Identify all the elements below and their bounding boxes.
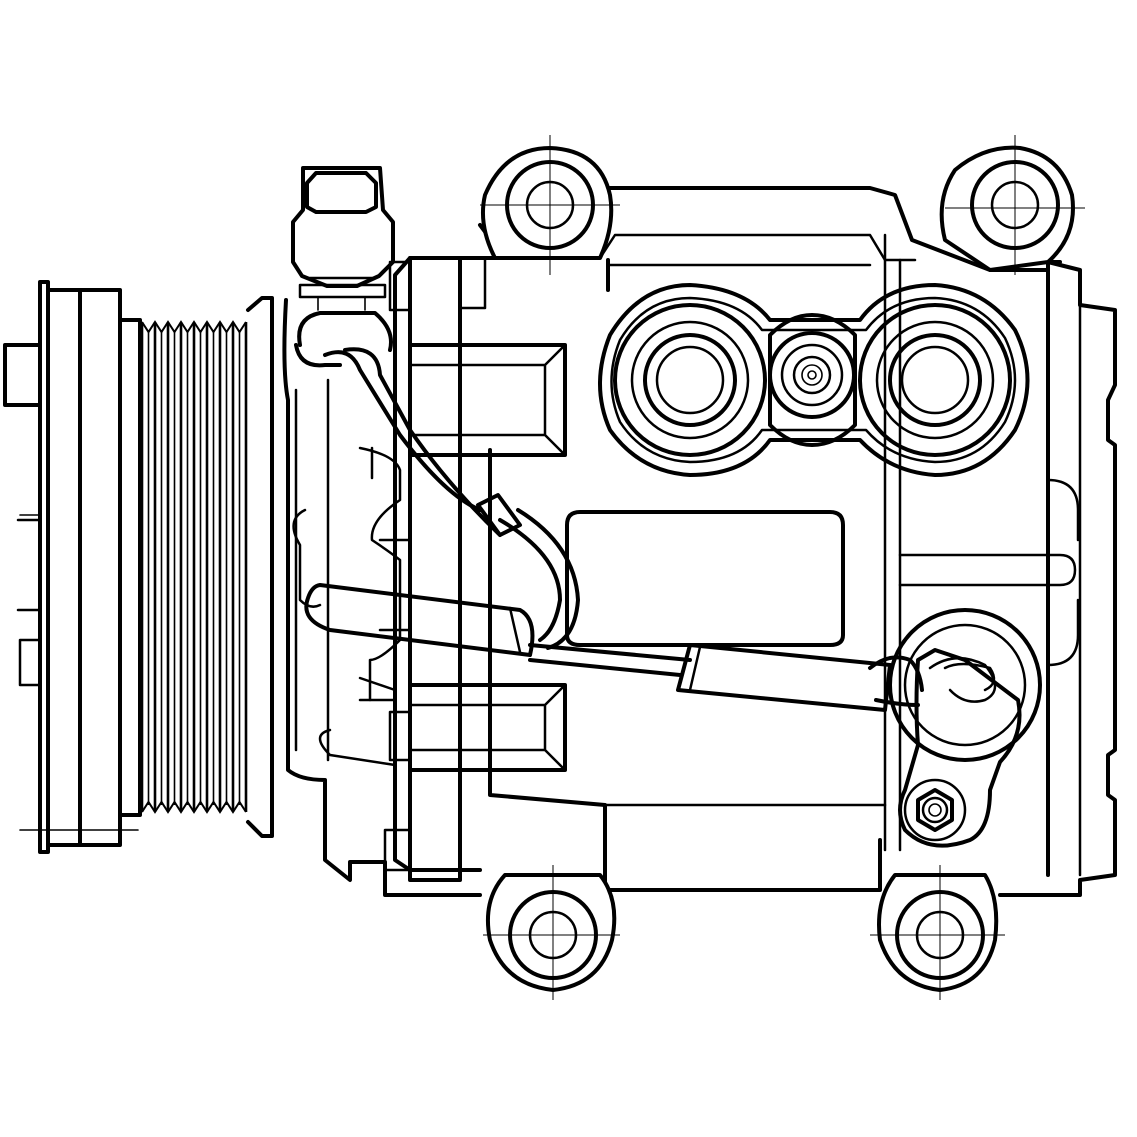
hex-nut	[903, 778, 967, 842]
pulley-groove-crest	[141, 800, 247, 814]
mount-ear-top-right	[939, 135, 1085, 275]
lower-bracket	[318, 676, 397, 767]
mount-ear-bottom-right	[870, 865, 1005, 1000]
electrical-connector	[291, 166, 395, 311]
ground-boss	[888, 608, 1042, 762]
front-flange	[383, 256, 567, 882]
mount-ear-top-left	[480, 135, 620, 275]
compressor-body	[282, 186, 1117, 897]
service-ports	[598, 283, 1030, 477]
mount-ear-bottom-left	[483, 865, 620, 1000]
wire-harness	[294, 311, 1022, 848]
clutch-pulley-assembly	[3, 280, 274, 854]
pulley-groove-crest	[141, 320, 247, 334]
mounting-ears	[480, 135, 1085, 1000]
pulley-grooves	[140, 320, 248, 814]
relief-valve	[768, 313, 857, 447]
